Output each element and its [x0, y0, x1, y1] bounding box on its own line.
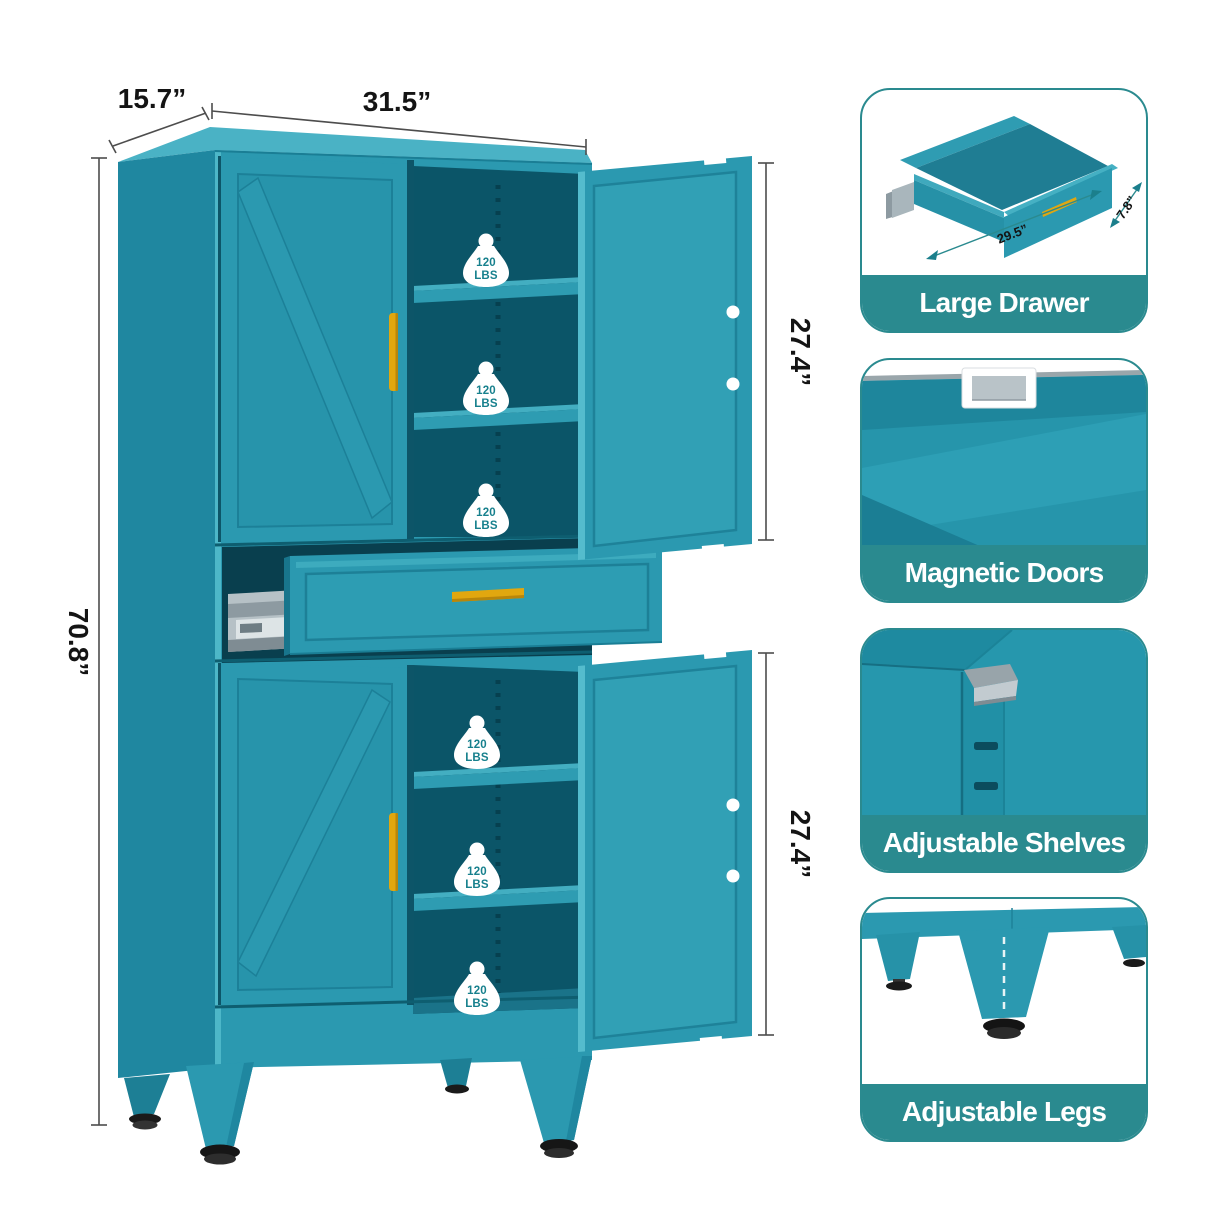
svg-text:LBS: LBS — [474, 520, 498, 532]
svg-text:120: 120 — [467, 985, 487, 997]
upper-door-magnet-bottom — [701, 544, 725, 553]
capacity-badge: 120 LBS — [454, 715, 500, 769]
upper-door-hole — [726, 377, 740, 391]
capacity-badges: 120 LBS 120 LBS 120 LBS 120 LBS — [454, 233, 509, 1015]
feature-card-adjustable-shelves: Adjustable Shelves — [860, 628, 1148, 873]
svg-text:LBS: LBS — [465, 752, 489, 764]
feature-column: 29.5” 7.8” Large Drawer — [858, 0, 1158, 1214]
capacity-badge: 120 LBS — [454, 961, 500, 1015]
shelf-slot — [974, 782, 998, 790]
shelf-clip — [964, 664, 1018, 706]
feature-banner: Magnetic Doors — [862, 545, 1146, 601]
shelf-slot — [974, 742, 998, 750]
cabinet-legs — [124, 1056, 592, 1165]
feature-card-magnetic-doors: Magnetic Doors — [860, 358, 1148, 603]
feature-banner: Adjustable Shelves — [862, 815, 1146, 871]
feature-label: Magnetic Doors — [904, 557, 1105, 588]
feature-label: Adjustable Legs — [901, 1096, 1107, 1127]
svg-text:LBS: LBS — [474, 398, 498, 410]
upper-cabinet-interior — [413, 166, 585, 537]
dimension-annotations — [91, 103, 774, 1126]
capacity-badge: 120 LBS — [454, 842, 500, 896]
feature-card-large-drawer: 29.5” 7.8” Large Drawer — [860, 88, 1148, 333]
lower-left-door — [218, 663, 414, 1006]
feature-banner: Large Drawer — [862, 275, 1146, 331]
upper-door-dimension: 27.4” — [785, 318, 816, 387]
upper-door-magnet-top — [703, 156, 727, 165]
magnetic-doors-image — [862, 367, 1146, 547]
feature-banner: Adjustable Legs — [862, 1084, 1146, 1140]
drawer-height-dim-line — [1113, 187, 1139, 223]
lower-door-magnet-bottom — [699, 1036, 723, 1045]
capacity-badge: 120 LBS — [463, 361, 509, 415]
capacity-badge: 120 LBS — [463, 483, 509, 537]
svg-text:LBS: LBS — [465, 998, 489, 1010]
svg-text:120: 120 — [467, 739, 487, 751]
svg-text:LBS: LBS — [474, 270, 498, 282]
drawer-length-dim-line — [933, 193, 1095, 257]
open-drawer — [284, 546, 663, 656]
adjustable-shelves-image — [862, 630, 1146, 817]
feature-card-adjustable-legs: Adjustable Legs — [860, 897, 1148, 1142]
lower-door-magnet-top — [703, 650, 727, 659]
depth-dimension: 15.7” — [118, 83, 187, 114]
svg-text:LBS: LBS — [465, 879, 489, 891]
svg-text:120: 120 — [476, 507, 496, 519]
lower-door-hole — [726, 798, 740, 812]
upper-left-door — [218, 156, 414, 543]
cabinet-illustration: 120 LBS 120 LBS 120 LBS 120 LBS — [63, 83, 816, 1165]
feature-label: Large Drawer — [919, 287, 1089, 318]
large-drawer-image: 29.5” 7.8” — [886, 116, 1142, 260]
lower-open-door — [578, 650, 752, 1052]
upper-door-hole — [726, 305, 740, 319]
width-dimension: 31.5” — [363, 86, 432, 117]
height-dimension: 70.8” — [63, 608, 94, 677]
upper-open-door — [578, 156, 752, 560]
lower-door-dimension: 27.4” — [785, 810, 816, 879]
dimension-labels: 15.7” 31.5” 70.8” 27.4” 27.4” — [63, 83, 816, 878]
svg-text:120: 120 — [467, 866, 487, 878]
adjustable-legs-image — [862, 907, 1146, 1039]
lower-door-hole — [726, 869, 740, 883]
lower-cabinet-interior — [413, 665, 585, 1014]
svg-text:120: 120 — [476, 257, 496, 269]
capacity-badge: 120 LBS — [463, 233, 509, 287]
cabinet-base — [214, 995, 593, 1009]
feature-label: Adjustable Shelves — [882, 827, 1126, 858]
svg-text:120: 120 — [476, 385, 496, 397]
